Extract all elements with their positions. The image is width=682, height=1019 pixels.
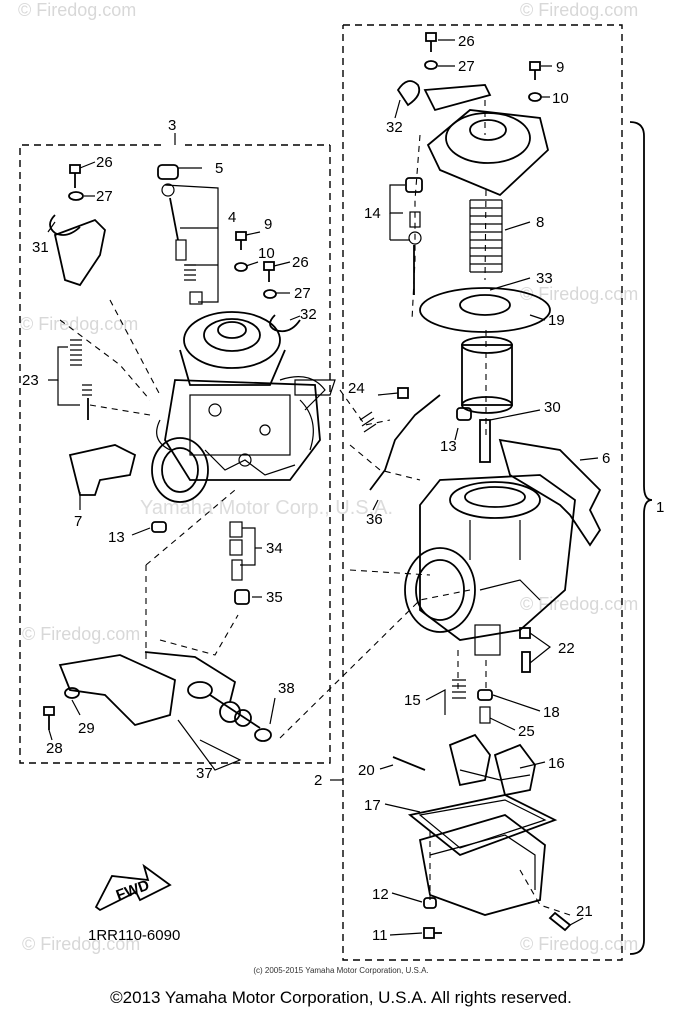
part-label: 26 [292, 254, 309, 271]
part-label: 5 [215, 160, 223, 177]
watermark: © Firedog.com [520, 934, 638, 954]
part-label: 27 [96, 188, 113, 205]
part-label: 9 [264, 216, 272, 233]
part-label: 1 [656, 499, 664, 516]
part-label: 8 [536, 214, 544, 231]
part-label: 36 [366, 511, 383, 528]
watermark: Yamaha Motor Corp., U.S.A. [140, 497, 393, 519]
part-label: 29 [78, 720, 95, 737]
part-label: 14 [364, 205, 381, 222]
part-label: 30 [544, 399, 561, 416]
watermark: © Firedog.com [18, 0, 136, 20]
part-label: 20 [358, 762, 375, 779]
fwd-arrow-icon: FWD [94, 863, 172, 912]
part-label: 23 [22, 372, 39, 389]
left-carburetor [151, 311, 336, 503]
left-small-parts [43, 164, 301, 742]
watermark: © Firedog.com [20, 314, 138, 334]
part-label: 35 [266, 589, 283, 606]
watermark: © Firedog.com [520, 284, 638, 304]
part-label: 17 [364, 797, 381, 814]
part-label: 32 [386, 119, 403, 136]
part-label: 9 [556, 59, 564, 76]
watermark: © Firedog.com [22, 624, 140, 644]
part-label: 25 [518, 723, 535, 740]
leader-lines [47, 39, 599, 936]
watermark: © Firedog.com [520, 594, 638, 614]
part-label: 27 [458, 58, 475, 75]
part-label: 2 [314, 772, 322, 789]
part-label: 24 [348, 380, 365, 397]
part-label: 12 [372, 886, 389, 903]
part-label: 3 [168, 117, 176, 134]
part-label: 10 [258, 245, 275, 262]
copyright-notice: ©2013 Yamaha Motor Corporation, U.S.A. A… [110, 988, 572, 1007]
part-label: 26 [458, 33, 475, 50]
part-label: 13 [440, 438, 457, 455]
watermark: © Firedog.com [520, 0, 638, 20]
part-label: 38 [278, 680, 295, 697]
copyright-small: (c) 2005-2015 Yamaha Motor Corporation, … [253, 966, 429, 975]
part-label: 10 [552, 90, 569, 107]
part-label: 33 [536, 270, 553, 287]
fwd-label: FWD [114, 877, 152, 905]
part-label: 13 [108, 529, 125, 546]
part-label: 7 [74, 513, 82, 530]
part-label: 26 [96, 154, 113, 171]
part-label: 37 [196, 765, 213, 782]
part-label: 22 [558, 640, 575, 657]
right-carburetor [359, 32, 602, 939]
diagram-code: 1RR110-6090 [88, 927, 180, 944]
part-label: 16 [548, 755, 565, 772]
part-labels: 1 2 3 4 5 6 7 8 9 9 10 10 11 12 13 13 14… [22, 33, 664, 944]
part-label: 15 [404, 692, 421, 709]
part-label: 34 [266, 540, 283, 557]
part-label: 32 [300, 306, 317, 323]
part-label: 18 [543, 704, 560, 721]
part-label: 6 [602, 450, 610, 467]
watermark: © Firedog.com [22, 934, 140, 954]
part-label: 4 [228, 209, 236, 226]
part-label: 27 [294, 285, 311, 302]
part-label: 31 [32, 239, 49, 256]
part-label: 21 [576, 903, 593, 920]
assembly-boxes [19, 24, 653, 961]
watermark-layer: © Firedog.com © Firedog.com © Firedog.co… [18, 0, 638, 954]
part-label: 28 [46, 740, 63, 757]
part-label: 11 [372, 927, 388, 944]
part-label: 19 [548, 312, 565, 329]
